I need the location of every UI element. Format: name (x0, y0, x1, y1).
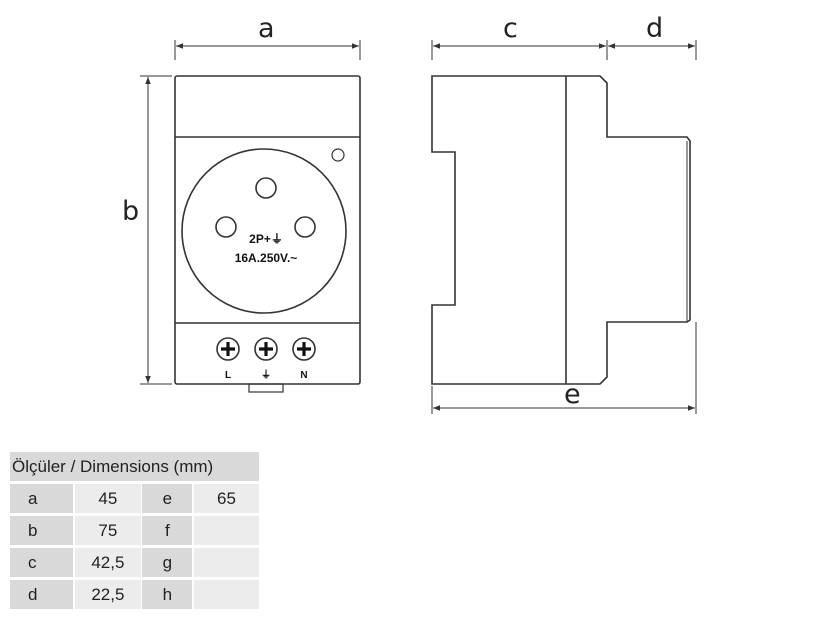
dimension-label-d: d (646, 13, 663, 44)
table-title: Ölçüler / Dimensions (mm) (10, 452, 259, 481)
indicator-led (331, 148, 345, 162)
dim-value: 42,5 (75, 548, 141, 577)
dim-key: g (142, 548, 193, 577)
dim-value: 22,5 (75, 580, 141, 609)
din-clip (248, 383, 284, 393)
dim-key: d (10, 580, 74, 609)
dimension-label-e: e (564, 379, 581, 410)
table-header-row: Ölçüler / Dimensions (mm) (10, 452, 259, 481)
live-pin-hole (215, 216, 237, 238)
table-row: c 42,5 g (10, 548, 259, 577)
socket-rating-type: 2P+⏚ (249, 232, 283, 246)
socket-face (181, 148, 347, 314)
front-view (140, 40, 361, 393)
dimension-label-b: b (122, 196, 139, 227)
table-row: a 45 e 65 (10, 484, 259, 513)
terminal-screw-middle (254, 337, 278, 361)
side-body (431, 75, 691, 385)
table-row: d 22,5 h (10, 580, 259, 609)
socket-rating-value: 16A.250V.~ (235, 251, 298, 265)
dim-key: e (142, 484, 193, 513)
terminal-label-earth: ⏚ (261, 369, 271, 381)
dimension-label-c: c (503, 13, 518, 44)
dim-value: 45 (75, 484, 141, 513)
neutral-pin-hole (294, 216, 316, 238)
terminal-screw-left (216, 337, 240, 361)
dimension-label-a: a (258, 13, 275, 44)
dimensions-table: Ölçüler / Dimensions (mm) a 45 e 65 b 75… (10, 449, 259, 612)
dim-key: b (10, 516, 74, 545)
dim-value: 65 (193, 484, 259, 513)
terminal-label-live: L (225, 370, 231, 381)
side-view (431, 40, 697, 414)
dim-key: c (10, 548, 74, 577)
terminal-screw-right (292, 337, 316, 361)
table-row: b 75 f (10, 516, 259, 545)
dim-value (193, 580, 259, 609)
dim-value (193, 516, 259, 545)
dim-key: f (142, 516, 193, 545)
dim-value (193, 548, 259, 577)
earth-pin-hole (255, 177, 277, 199)
dim-value: 75 (75, 516, 141, 545)
dim-key: h (142, 580, 193, 609)
dim-key: a (10, 484, 74, 513)
terminal-label-neutral: N (300, 370, 307, 381)
